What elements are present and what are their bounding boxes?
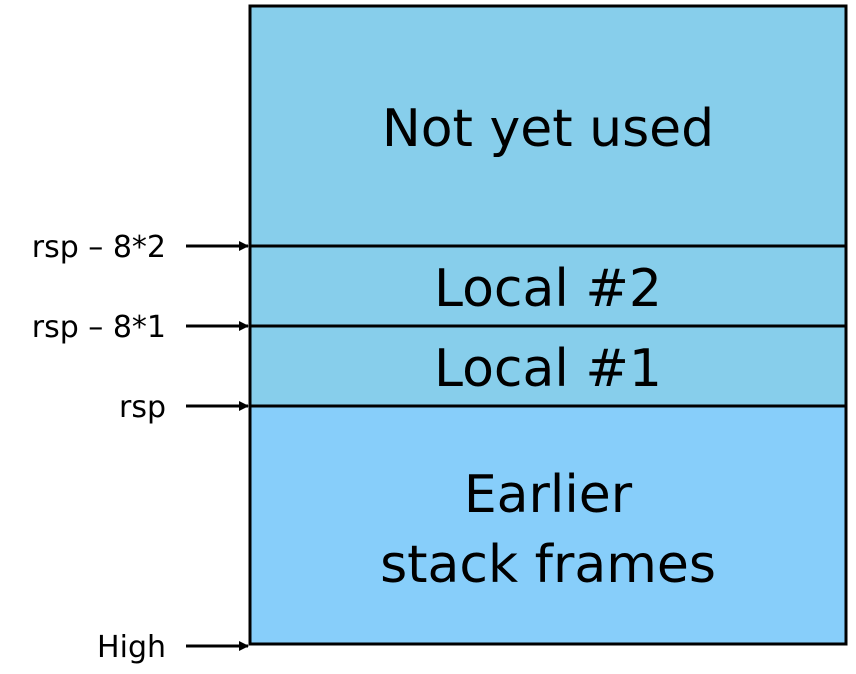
region-earlier-frames [250,406,846,644]
region-local-1 [250,326,846,406]
region-local-2 [250,246,846,326]
label-local-1: Local #1 [434,339,662,399]
label-stack-frames: stack frames [380,535,716,595]
label-local-2: Local #2 [434,259,662,319]
pointer-label-rsp: rsp [119,390,166,425]
label-earlier: Earlier [464,465,633,525]
pointer-label-rsp-minus-8: rsp – 8*1 [32,310,166,345]
region-unused [250,6,846,246]
pointer-label-rsp-minus-16: rsp – 8*2 [32,230,166,265]
pointer-label-high: High [97,630,166,665]
label-not-yet-used: Not yet used [382,99,714,159]
